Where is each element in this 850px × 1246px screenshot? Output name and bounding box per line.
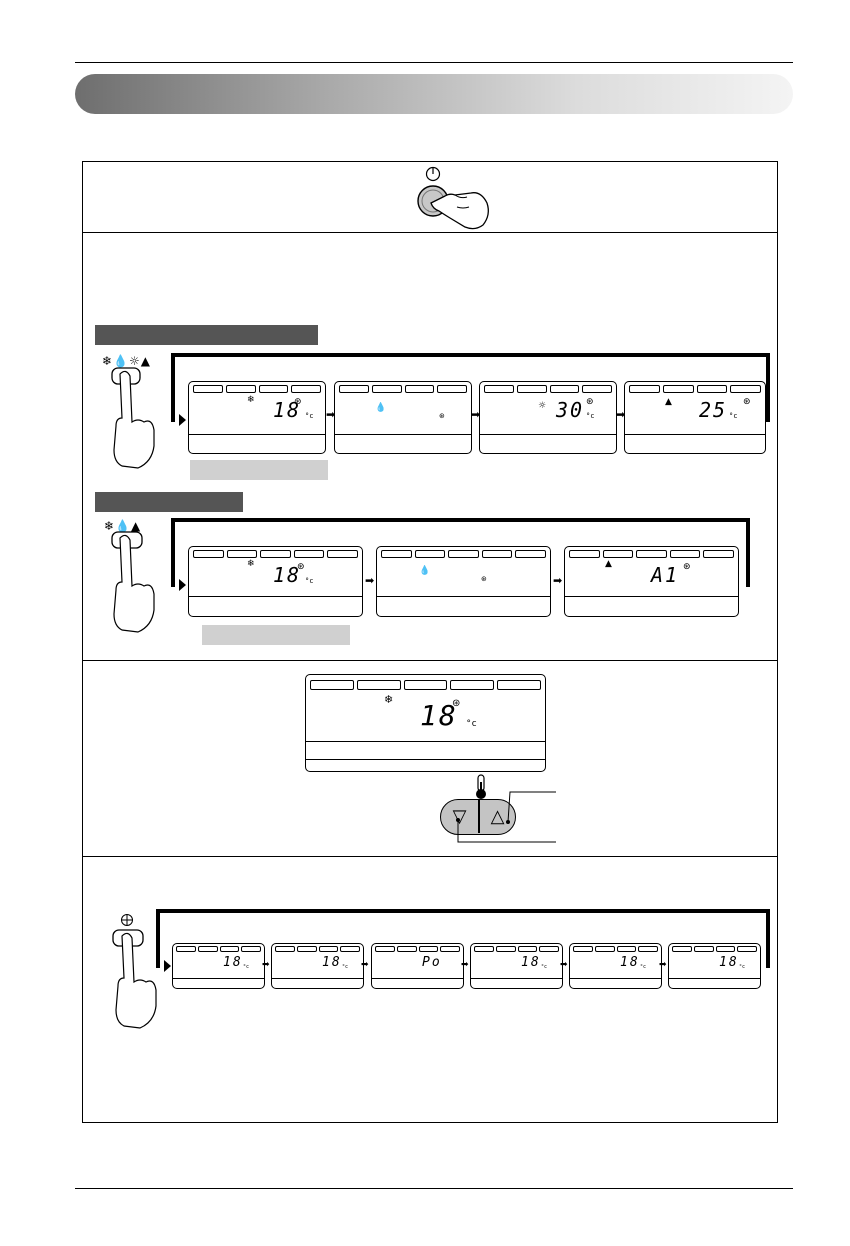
- fan-speed-icon: ⊛: [294, 397, 302, 407]
- next-arrow: ➡: [365, 574, 375, 587]
- bottom-rule: [75, 1188, 793, 1189]
- fan-speed-icon: ⊛: [297, 562, 305, 572]
- auto-mode-icon: ▲: [605, 559, 612, 569]
- cycle-loop-b: [171, 518, 750, 591]
- auto-mode-icon: ▲: [665, 397, 672, 407]
- temperature-readout: 30: [556, 398, 585, 422]
- mode-button-a[interactable]: [108, 366, 158, 470]
- heat-mode-icon: ☼: [538, 401, 547, 411]
- lcd-display: ☼ 30 °c ⊛: [479, 381, 617, 454]
- temperature-unit: °c: [640, 964, 647, 970]
- lcd-display-small: 18°c: [172, 943, 265, 989]
- fan-readout: 18: [223, 955, 243, 970]
- mode-icons-a: ❄💧☼▲: [102, 354, 151, 368]
- fan-speed-icon: ⊛: [586, 397, 594, 407]
- next-arrow: ➡: [361, 960, 369, 970]
- fan-speed-icon: ⊛: [683, 562, 691, 572]
- hand-pointer-icon: [115, 932, 157, 1029]
- cycle-loop-fan: [156, 909, 770, 972]
- lcd-display: ▲ A1 ⊛: [564, 546, 739, 617]
- lcd-display: ▲ 25 °c ⊛: [624, 381, 766, 454]
- cool-mode-icon: ❄: [384, 693, 394, 706]
- next-arrow: ➡: [616, 408, 626, 421]
- lcd-display: 💧 ⊛: [376, 546, 551, 617]
- next-arrow: ➡: [471, 408, 481, 421]
- temperature-unit: °c: [466, 719, 477, 729]
- fan-readout: 18: [521, 955, 541, 970]
- instruction-frame: [82, 161, 778, 1123]
- temp-down-button[interactable]: ▽: [452, 806, 467, 826]
- callout-lines: [456, 791, 556, 843]
- lcd-display: ❄ 18 °c ⊛: [188, 546, 363, 617]
- hand-pointer-icon: [113, 370, 155, 469]
- fan-readout: Po: [422, 955, 442, 970]
- temperature-readout: 18: [273, 398, 302, 422]
- fan-speed-icon: ⊛: [743, 397, 751, 407]
- section-divider: [82, 660, 778, 661]
- auto-readout: A1: [651, 563, 680, 587]
- thermometer-icon: [476, 774, 486, 799]
- temperature-unit: °c: [729, 412, 738, 420]
- hand-pointer-icon: [113, 534, 155, 633]
- dry-mode-icon: 💧: [419, 566, 431, 576]
- next-arrow: ➡: [553, 574, 563, 587]
- temperature-unit: °c: [305, 577, 314, 585]
- fan-speed-icon: ⊛: [452, 698, 461, 709]
- mode-button-b[interactable]: [108, 530, 158, 634]
- top-rule: [75, 62, 793, 63]
- temp-up-button[interactable]: △: [490, 806, 505, 826]
- mode-section-a-header: [95, 325, 318, 345]
- fan-readout: 18: [719, 955, 739, 970]
- lcd-display-small: 18°c: [271, 943, 364, 989]
- mode-icons-b: ❄💧▲: [104, 519, 142, 533]
- fan-readout: 18: [322, 955, 342, 970]
- section-banner: [75, 74, 793, 114]
- note-bar: [190, 460, 328, 480]
- cool-mode-icon: ❄: [247, 395, 255, 405]
- cycle-loop-a: [171, 353, 770, 426]
- section-divider: [82, 856, 778, 857]
- cool-mode-icon: ❄: [247, 559, 255, 569]
- dry-mode-icon: 💧: [375, 403, 387, 413]
- next-arrow: ➡: [560, 960, 568, 970]
- fan-readout: 18: [620, 955, 640, 970]
- lcd-display-large: ❄ 18 °c ⊛: [305, 674, 546, 772]
- fan-icon: [121, 914, 133, 926]
- lcd-display-small: 18°c: [470, 943, 563, 989]
- lcd-display-small: 18°c: [668, 943, 761, 989]
- next-arrow: ➡: [262, 960, 270, 970]
- temperature-unit: °c: [541, 964, 548, 970]
- power-button-illustration[interactable]: [405, 163, 505, 233]
- section-divider: [82, 232, 778, 233]
- mode-section-b-header: [95, 492, 243, 512]
- fan-speed-icon: ⊛: [481, 575, 487, 583]
- next-arrow: ➡: [461, 960, 469, 970]
- power-icon: [425, 166, 441, 182]
- temperature-readout: 25: [699, 398, 728, 422]
- next-arrow: ➡: [326, 408, 336, 421]
- fan-button[interactable]: [112, 914, 162, 1030]
- lcd-display-small: 18°c: [569, 943, 662, 989]
- temperature-readout: 18: [420, 699, 458, 732]
- note-bar: [202, 625, 350, 645]
- lcd-display-small: Po: [371, 943, 464, 989]
- fan-speed-icon: ⊛: [439, 412, 445, 420]
- temperature-unit: °c: [342, 964, 349, 970]
- temperature-unit: °c: [305, 412, 314, 420]
- lcd-display: 💧 ⊛: [334, 381, 472, 454]
- temperature-readout: 18: [273, 563, 302, 587]
- lcd-display: ❄ 18 °c ⊛: [188, 381, 326, 454]
- next-arrow: ➡: [659, 960, 667, 970]
- temp-button-group: ▽ △: [440, 799, 516, 835]
- temperature-unit: °c: [243, 964, 250, 970]
- temperature-unit: °c: [739, 964, 746, 970]
- temperature-unit: °c: [586, 412, 595, 420]
